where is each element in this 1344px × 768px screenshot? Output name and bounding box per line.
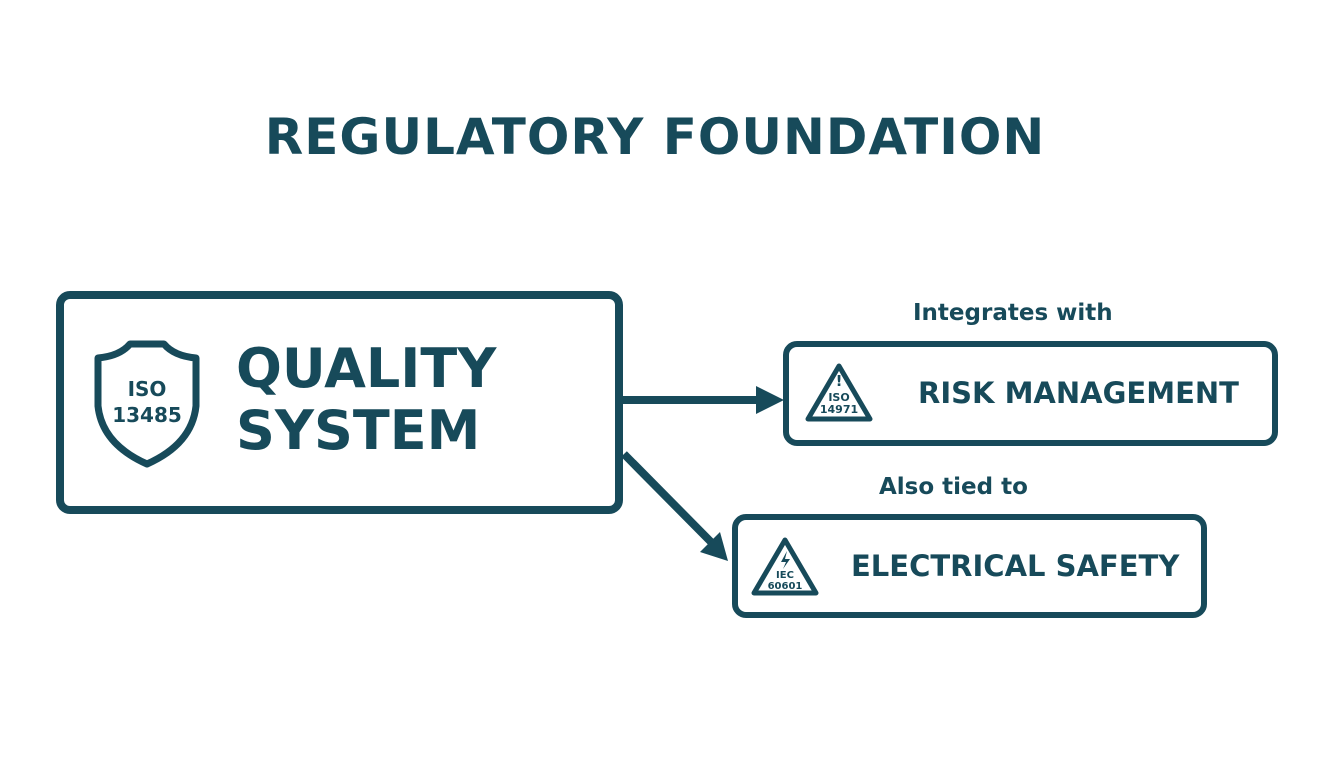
- risk-badge-line2: 14971: [820, 403, 858, 416]
- svg-text:!: !: [836, 372, 843, 390]
- electrical-badge-line2: 60601: [768, 581, 803, 592]
- shield-badge-line1: ISO: [128, 377, 167, 401]
- quality-system-box: [56, 291, 623, 514]
- shield-badge-line2: 13485: [112, 403, 182, 427]
- arrow-to-electrical-safety: [621, 451, 728, 561]
- quality-system-line1: QUALITY: [236, 337, 497, 400]
- quality-system-label: QUALITY SYSTEM: [236, 338, 496, 462]
- warning-triangle-icon: ! ISO 14971: [805, 363, 873, 422]
- electrical-badge-line1: IEC: [776, 570, 794, 581]
- electrical-safety-label: ELECTRICAL SAFETY: [851, 549, 1180, 583]
- risk-management-box: [783, 341, 1278, 446]
- electrical-safety-box: [732, 514, 1207, 618]
- diagram-title: REGULATORY FOUNDATION: [264, 108, 1046, 166]
- integrates-with-label: Integrates with: [913, 300, 1113, 326]
- risk-management-label: RISK MANAGEMENT: [918, 376, 1239, 410]
- shield-icon: ISO 13485: [94, 340, 200, 468]
- lightning-triangle-icon: IEC 60601: [751, 537, 819, 596]
- risk-badge-line1: ISO: [828, 391, 849, 404]
- also-tied-to-label: Also tied to: [879, 474, 1028, 500]
- arrow-to-risk-management: [622, 386, 784, 414]
- quality-system-line2: SYSTEM: [236, 399, 481, 462]
